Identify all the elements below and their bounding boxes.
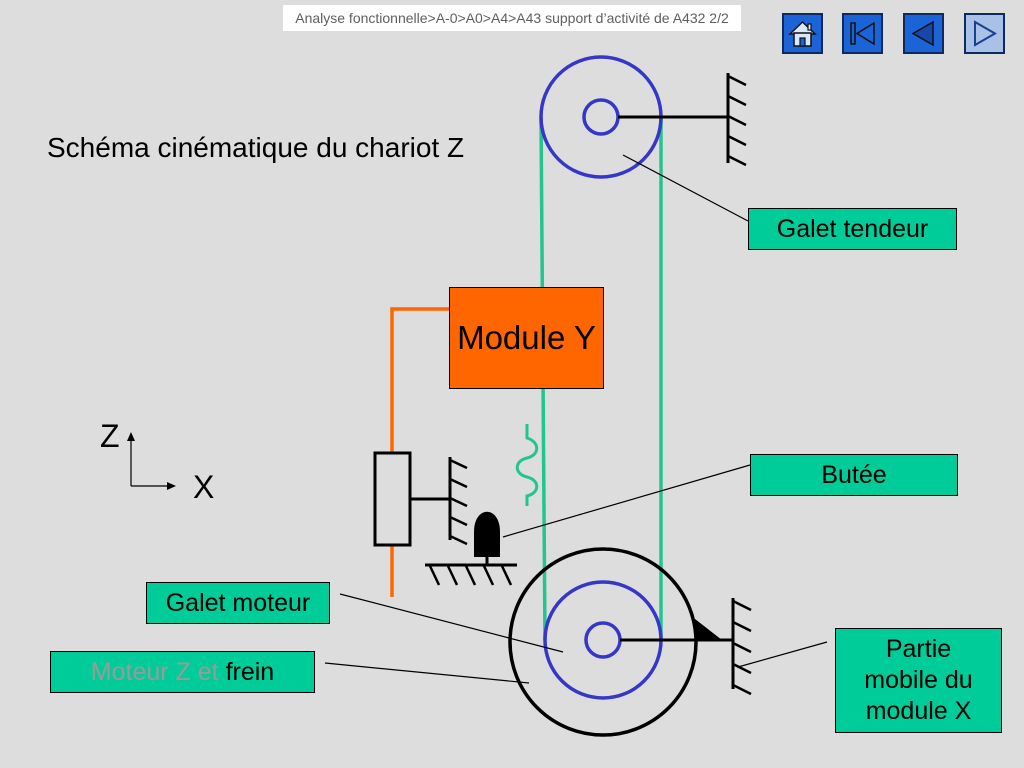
brake-frame-ground	[448, 457, 468, 546]
end-stop-ground	[425, 563, 517, 586]
ground-hatch	[727, 74, 747, 87]
label-butee: Butée	[750, 454, 958, 496]
leader-moteur-frein	[324, 662, 530, 684]
ground-hatch	[727, 94, 747, 107]
ground-hatch	[449, 477, 468, 489]
tensioner-frame-ground	[726, 73, 747, 167]
ground-hatch	[449, 458, 468, 470]
ground-hatch	[732, 662, 752, 675]
home-icon[interactable]	[782, 13, 823, 54]
first-slide-icon[interactable]	[842, 13, 883, 54]
ground-hatch	[500, 565, 513, 586]
motor-frame-ground	[731, 598, 752, 696]
ground-hatch	[732, 641, 752, 654]
label-partie-mobile-line: Partie	[885, 635, 952, 663]
ground-hatch	[482, 565, 495, 586]
drive-pulley-hub	[584, 621, 622, 659]
slide-title: Schéma cinématique du chariot Z	[47, 132, 465, 163]
previous-slide-button[interactable]	[903, 13, 944, 54]
label-partie-mobile-line: module X	[865, 697, 972, 725]
label-galet-moteur-text: Galet moteur	[165, 588, 311, 617]
first-slide-button[interactable]	[842, 13, 883, 54]
ground-hatch	[727, 134, 747, 147]
ground-hatch	[732, 683, 752, 696]
z-axis-arrowhead	[127, 432, 135, 441]
ground-hatch	[727, 154, 747, 167]
label-partie-mobile: Partie mobile du module X	[835, 628, 1002, 733]
label-galet-tendeur: Galet tendeur	[748, 208, 957, 250]
z-axis-label: Z	[100, 418, 120, 454]
breadcrumb: Analyse fonctionnelle>A-0>A0>A4>A43 supp…	[283, 5, 741, 31]
label-galet-moteur: Galet moteur	[146, 582, 330, 624]
leader-galet-tendeur	[622, 154, 749, 222]
ground-hatch	[446, 565, 459, 586]
label-butee-text: Butée	[821, 460, 887, 489]
ground-hatch	[449, 515, 468, 527]
ground-hatch	[428, 565, 441, 586]
ground-hatch	[732, 599, 752, 612]
home-button[interactable]	[782, 13, 823, 54]
x-axis-label: X	[193, 469, 215, 505]
previous-slide-icon[interactable]	[903, 13, 944, 54]
label-partie-mobile-line: mobile du	[864, 666, 973, 694]
motor-fixing-wedge	[695, 619, 722, 640]
module-y-label: Module Y	[457, 319, 596, 356]
label-moteur-faded-text: Moteur Z et	[90, 657, 219, 686]
label-moteur-frein: Moteur Z et frein	[50, 651, 315, 693]
label-galet-tendeur-text: Galet tendeur	[776, 214, 929, 243]
ground-hatch	[449, 496, 468, 508]
leader-partie-mobile	[737, 641, 828, 668]
next-slide-button[interactable]	[964, 13, 1005, 54]
module-y-block: Module Y	[449, 287, 604, 389]
tensioner-pulley-hub	[582, 98, 620, 136]
motor-body	[508, 547, 698, 737]
leader-galet-moteur	[339, 593, 564, 653]
brake-slider	[373, 451, 412, 547]
leader-butee	[502, 464, 751, 538]
x-axis-arrowhead	[167, 482, 176, 490]
ground-hatch	[727, 114, 747, 127]
label-moteur-frein-text: Moteur Z et frein	[91, 658, 274, 687]
end-stop	[474, 511, 500, 557]
ground-hatch	[464, 565, 477, 586]
spring	[515, 424, 539, 506]
next-slide-icon[interactable]	[964, 13, 1005, 54]
ground-hatch	[732, 620, 752, 633]
ground-hatch	[449, 534, 468, 546]
label-frein-text: frein	[225, 657, 275, 686]
